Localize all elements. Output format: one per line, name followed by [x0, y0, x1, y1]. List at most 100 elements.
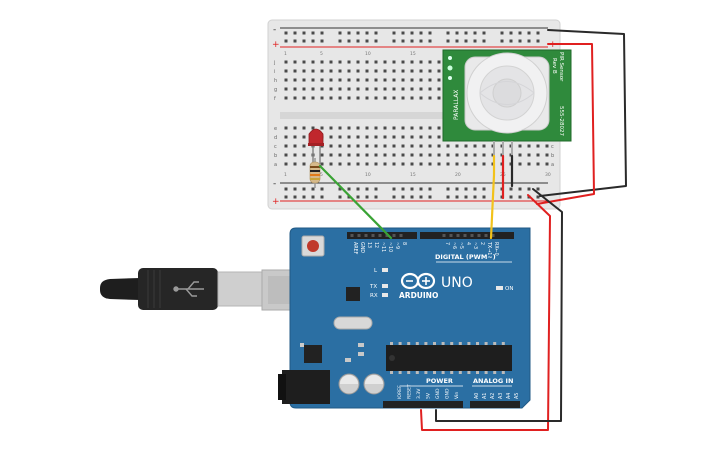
digital-label: DIGITAL (PWM~) [435, 253, 496, 261]
row-letter: a [551, 162, 554, 168]
digital-pin-label: RX←0 [493, 242, 499, 256]
pir-title: PIR Sensor [558, 52, 564, 82]
power-pin-label: GND [435, 388, 441, 399]
analog-pin-label: A1 [482, 393, 488, 399]
pir-rev: Rev B [551, 58, 557, 74]
digital-pin-label: ~11 [380, 242, 386, 252]
pir-sensor[interactable]: PARALLAX PIR Sensor Rev B 555-28027 [442, 49, 572, 156]
analog-pin-label: A0 [474, 393, 480, 399]
led-tx-label: TX [369, 284, 377, 290]
digital-pin-label: 7 [444, 242, 450, 245]
usb-connector [217, 271, 269, 307]
digital-pin-label: ~3 [472, 242, 478, 249]
row-letter: c [551, 144, 554, 150]
breadboard-channel [280, 112, 548, 119]
led-l [382, 268, 388, 272]
col-number: 1 [284, 172, 287, 178]
digital-pin-label: 12 [373, 242, 379, 248]
col-number: 5 [320, 172, 323, 178]
led-dome [308, 128, 324, 146]
analog-pin-label: A3 [498, 393, 504, 399]
wire-black-gnd[interactable] [435, 188, 563, 422]
digital-pin-label: TX→1 [486, 241, 492, 255]
row-letter: i [274, 69, 275, 75]
power-header[interactable] [383, 401, 463, 408]
row-letter: j [273, 60, 275, 66]
pir-part: 555-28027 [558, 106, 564, 136]
digital-pin-label: 2 [479, 242, 485, 245]
digital-pin-label: ~9 [394, 242, 400, 249]
wire-red-top-rail[interactable] [536, 43, 595, 205]
power-jack[interactable] [282, 370, 330, 404]
power-pin-label: IOREF [397, 385, 403, 399]
analog-label: ANALOG IN [473, 377, 513, 385]
analog-pin-label: A2 [490, 393, 496, 399]
row-letter: b [551, 153, 554, 159]
wire-black-top-rail[interactable] [539, 29, 627, 197]
on-label: ON [505, 286, 513, 292]
rail-label-top-plus: + [272, 40, 280, 50]
power-pin-label: Vin [454, 392, 460, 399]
arduino-logo-text: ARDUINO [399, 291, 438, 300]
power-pin-label: GND [445, 388, 451, 399]
analog-pin-label: A5 [514, 393, 520, 399]
digital-header-left[interactable] [347, 232, 417, 239]
led-rx-label: RX [370, 293, 378, 299]
digital-pin-label: 8 [401, 242, 407, 245]
power-label: POWER [426, 377, 453, 385]
analog-header[interactable] [470, 401, 520, 408]
row-letter: f [274, 96, 276, 102]
digital-pin-label: ~5 [458, 242, 464, 249]
led-l-label: L [374, 268, 378, 274]
row-letter: c [274, 144, 277, 150]
model-label: UNO [441, 275, 473, 291]
rail-label-top-minus: - [273, 25, 276, 35]
led-rx [382, 293, 388, 297]
row-letter: e [274, 126, 277, 132]
power-pin-label: 3.3V [416, 388, 422, 399]
rail-label-bottom-minus: - [273, 179, 276, 189]
analog-pin-label: A4 [506, 393, 512, 399]
pir-brand: PARALLAX [453, 90, 460, 120]
voltage-regulator [304, 345, 322, 363]
wire-red-5v[interactable] [420, 194, 551, 431]
digital-pin-label: AREF [352, 242, 358, 255]
digital-pin-label: 13 [366, 242, 372, 248]
arduino-logo-icon [400, 272, 436, 290]
col-number: 10 [365, 51, 371, 57]
row-letter: b [274, 153, 277, 159]
col-number: 15 [410, 51, 416, 57]
col-number: 15 [410, 172, 416, 178]
wires[interactable] [318, 29, 627, 431]
col-number: 30 [545, 172, 551, 178]
led-on [496, 286, 503, 290]
power-pin-label: RESET [407, 384, 413, 399]
col-number: 1 [284, 51, 287, 57]
row-letter: h [274, 78, 277, 84]
resistor[interactable] [309, 158, 321, 188]
crystal [333, 316, 373, 330]
col-number: 20 [455, 172, 461, 178]
row-letter: a [274, 162, 277, 168]
rail-label-bottom-plus: + [272, 197, 280, 207]
power-pin-label: 5V [426, 392, 432, 399]
led-tx [382, 284, 388, 288]
row-letter: d [274, 135, 277, 141]
digital-pin-label: ~6 [451, 242, 457, 249]
usb-boot [100, 278, 140, 300]
digital-pin-label: 4 [465, 242, 471, 245]
digital-header-right[interactable] [420, 232, 514, 239]
row-letter: g [274, 87, 277, 93]
usb-symbol-icon [173, 281, 204, 297]
wire-pir-signal-yellow[interactable] [489, 154, 496, 240]
usb-chip [346, 287, 360, 301]
col-number: 5 [320, 51, 323, 57]
atmega-chip [386, 345, 512, 371]
digital-pin-label: GND [359, 242, 365, 253]
wire-led-green[interactable] [318, 164, 393, 240]
col-number: 10 [365, 172, 371, 178]
red-led[interactable] [308, 128, 324, 164]
